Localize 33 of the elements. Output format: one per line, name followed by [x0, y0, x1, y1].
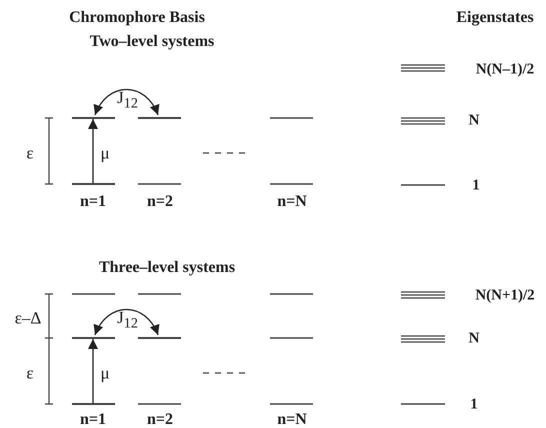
section-title: Chromophore Basis — [69, 10, 205, 26]
energy-level-line — [72, 337, 115, 339]
degeneracy-label: N — [468, 114, 480, 128]
energy-level-line — [72, 117, 115, 119]
arrow — [88, 339, 98, 403]
section-title: Two–level systems — [90, 34, 214, 50]
site-label: n=2 — [147, 412, 173, 428]
energy-label: ε — [26, 364, 34, 382]
section-title: Three–level systems — [98, 260, 236, 276]
edge-label: J$_{12}$ — [117, 309, 138, 331]
site-label: n=N — [277, 412, 307, 428]
site-label: n=1 — [80, 412, 106, 428]
degeneracy-label: N(N+1)/2 — [475, 288, 535, 304]
site-label: n=1 — [80, 194, 106, 210]
energy-label: ε–Δ — [14, 310, 42, 326]
energy-level-line — [138, 117, 181, 119]
arrow — [88, 119, 98, 183]
energy-label: ε — [26, 144, 34, 162]
edge-label: μ — [100, 364, 110, 382]
degeneracy-label: N — [468, 332, 480, 346]
energy-level-line — [138, 337, 181, 339]
degeneracy-label: N(N–1)/2 — [476, 62, 534, 78]
degeneracy-label: 1 — [470, 398, 478, 412]
site-label: n=N — [277, 194, 307, 210]
degeneracy-label: 1 — [472, 178, 480, 194]
arrow — [94, 88, 159, 116]
edge-label: J$_{12}$ — [117, 89, 138, 111]
section-title: Eigenstates — [456, 10, 534, 26]
energy-level-line — [72, 183, 115, 185]
edge-label: μ — [100, 144, 110, 162]
energy-level-line — [72, 403, 115, 405]
arrow — [94, 308, 159, 336]
site-label: n=2 — [147, 194, 173, 210]
